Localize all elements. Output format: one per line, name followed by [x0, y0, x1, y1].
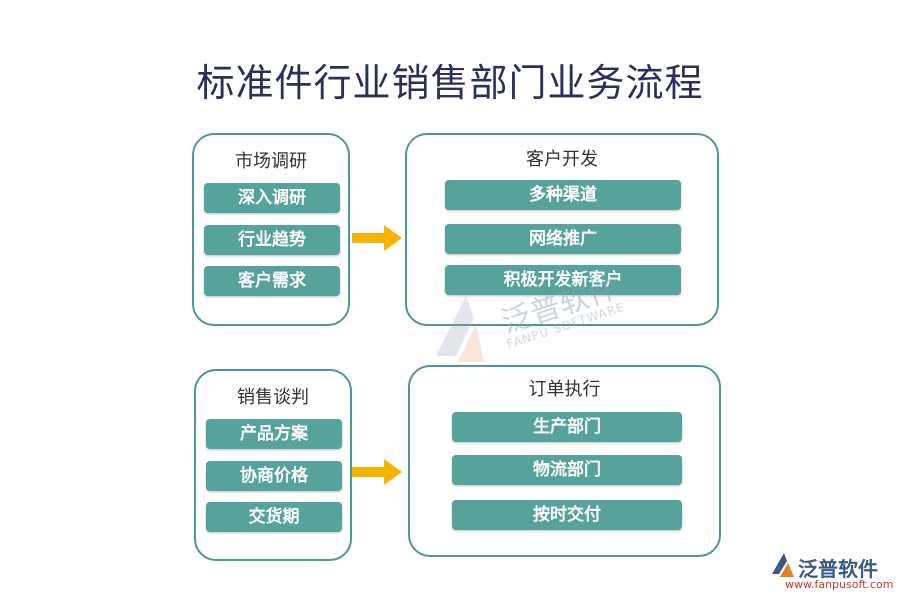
panel-title: 市场调研	[235, 151, 307, 172]
step-item: 生产部门	[452, 412, 682, 442]
step-item: 按时交付	[452, 500, 682, 530]
panel-sales-negotiation: 销售谈判 产品方案 协商价格 交货期	[194, 369, 352, 561]
step-item: 客户需求	[204, 266, 340, 296]
brand-logo-icon	[772, 553, 794, 577]
brand-url: www.fanpusoft.com	[785, 578, 894, 591]
panel-title: 客户开发	[526, 149, 598, 170]
panel-customer-development: 客户开发 多种渠道 网络推广 积极开发新客户	[405, 133, 719, 326]
arrow-right-icon	[352, 459, 402, 485]
panel-title: 销售谈判	[237, 387, 309, 408]
step-item: 产品方案	[206, 419, 342, 449]
step-item: 物流部门	[452, 455, 682, 485]
step-item: 多种渠道	[445, 180, 681, 210]
step-item: 深入调研	[204, 183, 340, 213]
watermark-logo-icon	[436, 296, 484, 362]
step-item: 行业趋势	[204, 225, 340, 255]
step-item: 积极开发新客户	[445, 265, 681, 295]
panel-order-execution: 订单执行 生产部门 物流部门 按时交付	[408, 365, 721, 557]
brand-name: 泛普软件	[798, 557, 878, 581]
page-title: 标准件行业销售部门业务流程	[196, 61, 704, 105]
step-item: 交货期	[206, 502, 342, 532]
panel-title: 订单执行	[528, 379, 601, 400]
step-item: 网络推广	[445, 224, 681, 254]
arrow-right-icon	[352, 225, 402, 251]
step-item: 协商价格	[206, 461, 342, 491]
panel-market-research: 市场调研 深入调研 行业趋势 客户需求	[192, 133, 350, 326]
